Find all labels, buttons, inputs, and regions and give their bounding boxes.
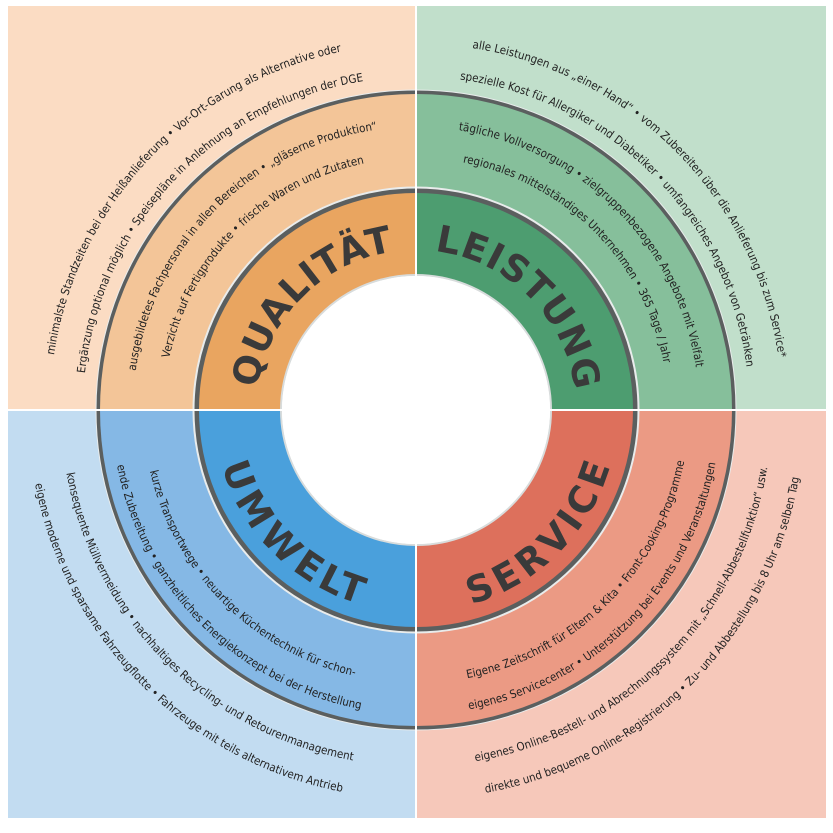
center-fill (282, 276, 550, 544)
